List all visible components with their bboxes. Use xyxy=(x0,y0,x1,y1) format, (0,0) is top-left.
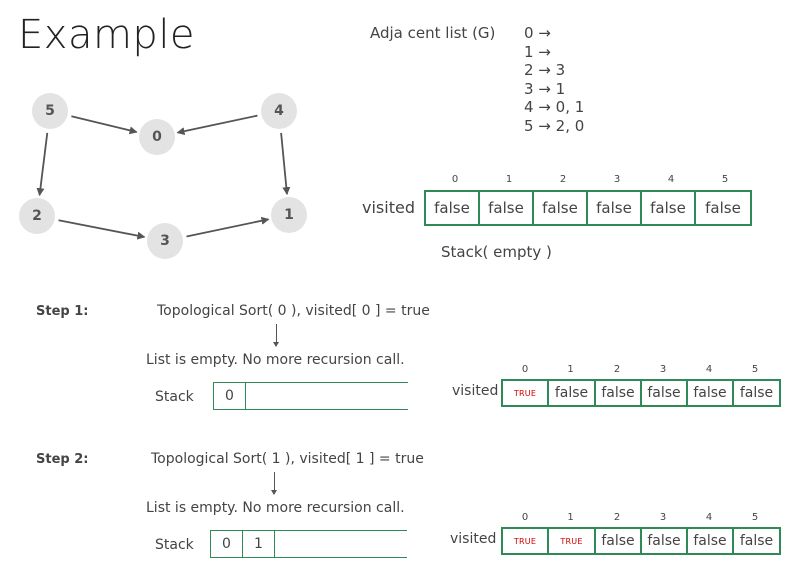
step-2-stack: 0 1 xyxy=(210,530,407,558)
stack-cell: 1 xyxy=(243,531,275,557)
adjacency-row: 3 → 1 xyxy=(524,79,566,98)
visited-cell: false xyxy=(688,529,734,553)
index-label: 5 xyxy=(751,364,759,375)
visited-cell: false xyxy=(426,192,480,224)
step-2-stack-label: Stack xyxy=(155,537,194,553)
index-label: 5 xyxy=(721,174,729,185)
graph-node-3: 3 xyxy=(147,223,183,259)
index-label: 0 xyxy=(521,364,529,375)
node-label: 1 xyxy=(284,207,294,223)
edge-3-to-1 xyxy=(186,216,270,238)
node-label: 3 xyxy=(160,233,170,249)
index-label: 5 xyxy=(751,512,759,523)
edge-2-to-3 xyxy=(58,219,146,240)
stack-empty-space xyxy=(275,531,407,557)
step-1-call: Topological Sort( 0 ), visited[ 0 ] = tr… xyxy=(157,303,430,319)
initial-index-row: 0 1 2 3 4 5 xyxy=(428,174,752,185)
adjacency-row: 0 → xyxy=(524,24,551,42)
visited-cell: false xyxy=(596,381,642,405)
index-label: 1 xyxy=(567,512,574,523)
index-label: 4 xyxy=(705,512,713,523)
step-1-arrow xyxy=(273,324,279,347)
visited-label: visited xyxy=(362,198,415,217)
visited-cell: TRUE xyxy=(503,381,549,405)
node-label: 0 xyxy=(152,129,162,145)
index-label: 2 xyxy=(559,174,567,185)
visited-cell: false xyxy=(739,533,774,549)
page-title: Example xyxy=(18,12,196,58)
node-label: 5 xyxy=(45,103,55,119)
step-1-note: List is empty. No more recursion call. xyxy=(146,352,405,368)
node-label: 2 xyxy=(32,208,42,224)
step-2-call: Topological Sort( 1 ), visited[ 1 ] = tr… xyxy=(151,451,424,467)
visited-cell: false xyxy=(642,192,696,224)
visited-cell: false xyxy=(588,192,642,224)
graph-node-1: 1 xyxy=(271,197,307,233)
visited-cell: false xyxy=(688,381,734,405)
adjacency-title: Adja cent list (G) xyxy=(370,24,496,42)
graph-node-4: 4 xyxy=(261,93,297,129)
step-1-stack-label: Stack xyxy=(155,389,194,405)
node-label: 4 xyxy=(274,103,284,119)
index-label: 4 xyxy=(705,364,713,375)
step-2-visited-array: TRUE TRUE false false false false xyxy=(501,527,781,555)
stack-cell: 0 xyxy=(214,383,246,409)
adjacency-row: 2 → 3 xyxy=(524,61,566,79)
node-circle xyxy=(261,93,297,129)
step-1-stack: 0 xyxy=(213,382,408,410)
step-2-label: Step 2: xyxy=(36,452,89,467)
adjacency-row: 1 → xyxy=(524,42,551,61)
step-1-label: Step 1: xyxy=(36,304,89,319)
visited-cell: false xyxy=(534,192,588,224)
index-label: 2 xyxy=(613,512,621,523)
visited-array-initial: false false false false false false xyxy=(424,190,752,226)
index-label: 1 xyxy=(567,364,574,375)
index-label: 3 xyxy=(659,512,667,523)
visited-cell: false xyxy=(705,199,741,217)
visited-cell: false xyxy=(549,381,596,405)
index-label: 0 xyxy=(521,512,529,523)
step-1-visited-array: TRUE false false false false false xyxy=(501,379,781,407)
visited-cell: false xyxy=(480,192,534,224)
adjacency-list: 0 → 1 → 2 → 3 3 → 1 4 → 0, 1 5 → 2, 0 xyxy=(524,24,584,135)
index-label: 4 xyxy=(667,174,675,185)
node-circle xyxy=(32,93,68,129)
step-1-index-row: 0 1 2 3 4 5 xyxy=(503,364,778,375)
adjacency-row: 4 → 0, 1 xyxy=(524,98,585,116)
index-label: 3 xyxy=(613,174,621,185)
index-label: 3 xyxy=(659,364,667,375)
stack-empty-space xyxy=(246,383,408,409)
step-2-visited-label: visited xyxy=(450,531,497,547)
node-circle xyxy=(19,198,55,234)
edge-4-to-0 xyxy=(176,114,258,136)
graph-node-0: 0 xyxy=(139,119,175,155)
step-2-note: List is empty. No more recursion call. xyxy=(146,500,405,516)
visited-cell: false xyxy=(642,381,688,405)
visited-cell: false xyxy=(739,385,774,401)
visited-cell: TRUE xyxy=(503,529,549,553)
edge-4-to-1 xyxy=(280,132,291,196)
graph-node-5: 5 xyxy=(32,93,68,129)
visited-cell: false xyxy=(596,529,642,553)
step-1-visited-label: visited xyxy=(452,383,499,399)
stack-empty-label: Stack( empty ) xyxy=(441,243,552,261)
edge-5-to-2 xyxy=(36,132,49,197)
index-label: 0 xyxy=(451,174,459,185)
step-2-index-row: 0 1 2 3 4 5 xyxy=(503,512,778,523)
node-circle xyxy=(147,223,183,259)
stack-cell: 0 xyxy=(211,531,243,557)
index-label: 2 xyxy=(613,364,621,375)
adjacency-row: 5 → 2, 0 xyxy=(524,116,585,135)
visited-cell: TRUE xyxy=(549,529,596,553)
visited-cell: false xyxy=(642,529,688,553)
index-label: 1 xyxy=(505,174,513,185)
node-circle xyxy=(271,197,307,233)
edge-5-to-0 xyxy=(71,115,138,135)
step-2-arrow xyxy=(271,472,277,495)
node-circle xyxy=(139,119,175,155)
graph-node-2: 2 xyxy=(19,198,55,234)
